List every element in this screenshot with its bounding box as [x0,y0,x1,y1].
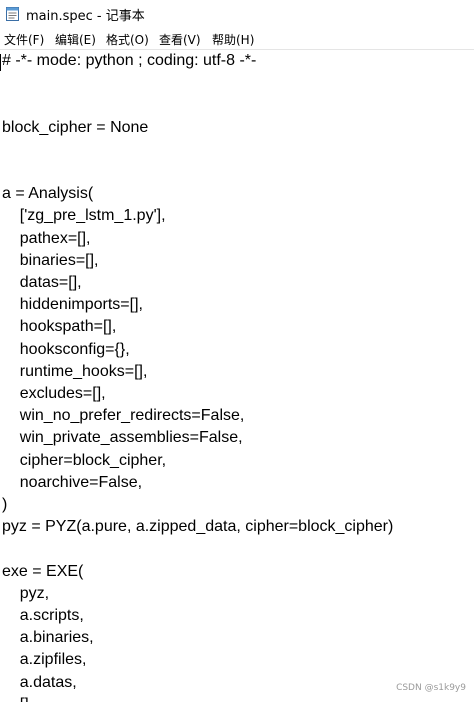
menu-view[interactable]: 查看(V) [159,33,201,47]
notepad-icon [6,7,19,21]
code-line: binaries=[], [2,251,99,269]
code-line: cipher=block_cipher, [2,451,167,469]
code-line: pyz = PYZ(a.pure, a.zipped_data, cipher=… [2,518,394,536]
code-line: runtime_hooks=[], [2,362,148,380]
code-line: a = Analysis( [2,185,94,203]
menu-format[interactable]: 格式(O) [106,33,149,47]
window-title: main.spec - 记事本 [26,9,145,24]
menu-bar: 文件(F) 编辑(E) 格式(O) 查看(V) 帮助(H) [0,29,474,49]
code-line: pyz, [2,584,50,602]
code-line: excludes=[], [2,385,106,402]
code-line: a.scripts, [2,607,84,624]
code-line: noarchive=False, [2,473,143,491]
title-bar[interactable]: main.spec - 记事本 [0,0,474,28]
csdn-watermark: CSDN @s1k9y9 [396,683,466,693]
code-line: block_cipher = None [2,118,149,136]
text-caret [0,54,1,71]
menu-separator [0,49,474,50]
text-editor-area[interactable]: # -*- mode: python ; coding: utf-8 -*- bl… [0,50,474,702]
code-line: hookspath=[], [2,318,117,336]
code-line: # -*- mode: python ; coding: utf-8 -*- [2,52,257,69]
code-line: a.binaries, [2,629,94,647]
code-line: a.datas, [2,673,77,691]
code-line: a.zipfiles, [2,651,87,669]
code-line: win_private_assemblies=False, [2,429,243,447]
code-line: win_no_prefer_redirects=False, [2,407,245,425]
code-line: hooksconfig={}, [2,340,130,358]
menu-file[interactable]: 文件(F) [4,33,45,47]
code-line: hiddenimports=[], [2,296,143,314]
code-line: datas=[], [2,274,82,291]
menu-help[interactable]: 帮助(H) [212,33,255,47]
code-line: exe = EXE( [2,562,84,580]
code-line: ) [2,496,8,513]
menu-edit[interactable]: 编辑(E) [55,33,96,47]
code-line: pathex=[], [2,229,91,247]
code-line: [] [2,695,29,702]
code-line: ['zg_pre_lstm_1.py'], [2,207,166,225]
